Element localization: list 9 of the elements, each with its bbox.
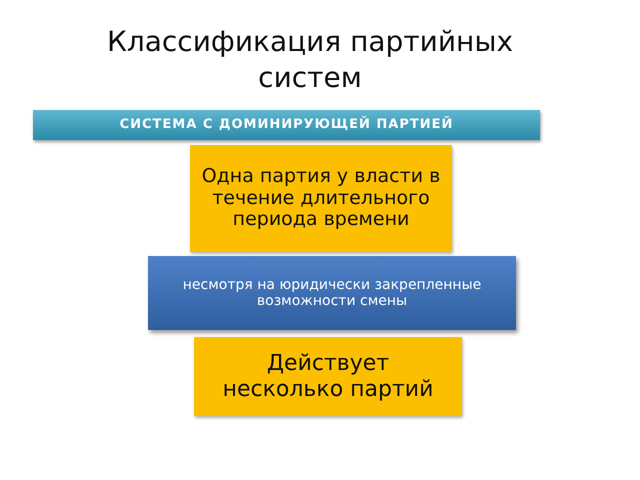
box-text: Одна партия у власти в течение длительного периода времени xyxy=(200,166,442,232)
box-text: СИСТЕМА С ДОМИНИРУЮЩЕЙ ПАРТИЕЙ xyxy=(118,118,454,132)
slide-title: Классификация партийных систем xyxy=(106,24,514,96)
box-text: Действует несколько партий xyxy=(222,351,434,402)
text-box-background xyxy=(148,256,516,330)
heading-banner-background xyxy=(33,110,540,140)
box-text: несмотря на юридически закрепленные возможности смены xyxy=(182,276,482,310)
text-box-background xyxy=(194,337,462,416)
text-box-background xyxy=(190,145,452,252)
